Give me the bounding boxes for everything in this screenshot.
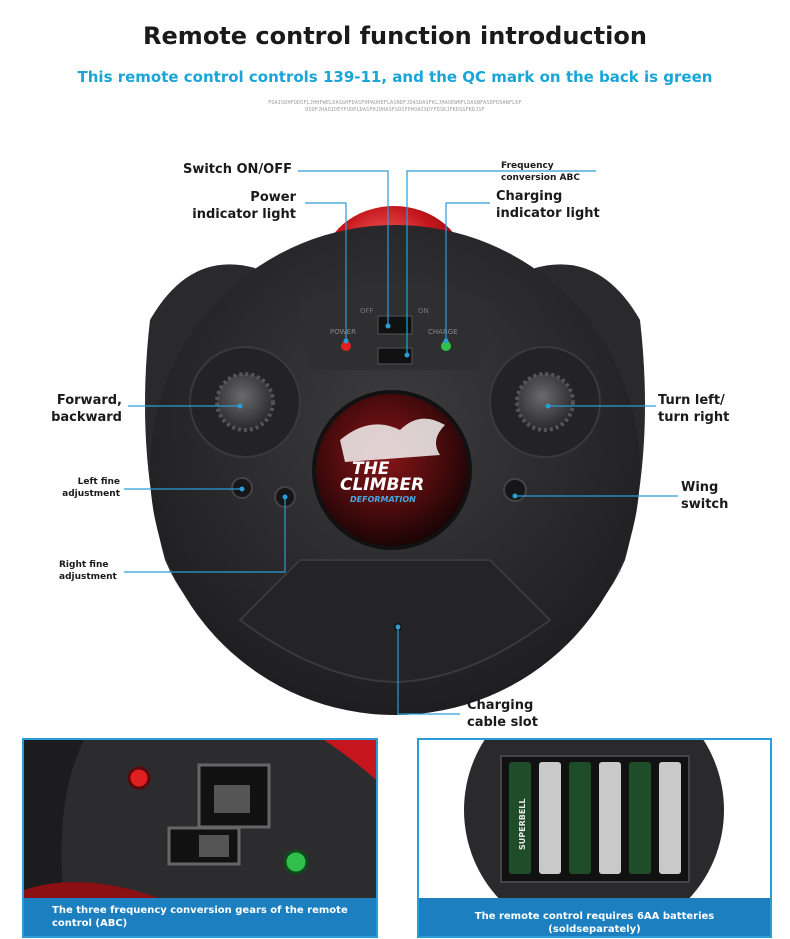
- fine-print-line-1: FOAISDHFODSFLJHHPWELDASGHFDASFHPAUHEFLAS…: [268, 100, 522, 106]
- battery-cells: [509, 762, 681, 874]
- label-turn-line-2: turn right: [658, 410, 730, 425]
- charging-led: [441, 341, 451, 351]
- detail-charging-led: [283, 849, 309, 875]
- label-left-fine-line-1: Left fine: [77, 477, 120, 487]
- switch-detail-panel: The three frequency conversion gears of …: [22, 738, 378, 938]
- logo-line-3: DEFORMATION: [350, 495, 416, 504]
- flame-icon: [340, 418, 445, 462]
- label-power-light: Power indicator light: [170, 189, 296, 223]
- label-left-fine: Left fine adjustment: [40, 476, 120, 500]
- power-led: [341, 341, 351, 351]
- label-charging-cable: Charging cable slot: [467, 697, 538, 731]
- label-wing-switch-line-2: switch: [681, 497, 729, 512]
- label-frequency-line-1: Frequency: [501, 161, 554, 171]
- battery-brand-label: SUPERBELL: [518, 798, 527, 850]
- charging-slot-housing: [238, 559, 552, 684]
- charge-marking: CHARGE: [428, 328, 458, 336]
- leader-lines: [124, 170, 678, 715]
- frequency-switch[interactable]: [377, 347, 413, 365]
- switch-detail-caption: The three frequency conversion gears of …: [24, 898, 376, 936]
- label-charging-cable-line-1: Charging: [467, 698, 534, 713]
- label-switch: Switch ON/OFF: [182, 162, 292, 177]
- label-charging-light-line-1: Charging: [496, 189, 563, 204]
- label-frequency-line-2: conversion ABC: [501, 173, 580, 183]
- battery-detail-panel: SUPERBELL The remote control requires 6A…: [417, 738, 772, 938]
- label-right-fine: Right fine adjustment: [59, 559, 117, 583]
- battery-detail-caption: The remote control requires 6AA batterie…: [419, 898, 770, 936]
- detail-power-led: [127, 766, 151, 790]
- label-right-fine-line-1: Right fine: [59, 560, 109, 570]
- label-right-fine-line-2: adjustment: [59, 572, 117, 582]
- label-charging-cable-line-2: cable slot: [467, 715, 538, 730]
- label-charging-light-line-2: indicator light: [496, 206, 600, 221]
- page-subtitle: This remote control controls 139-11, and…: [77, 68, 713, 86]
- leader-dots: [237, 323, 551, 630]
- power-marking: POWER: [330, 328, 356, 336]
- label-turn-line-1: Turn left/: [658, 393, 725, 408]
- label-left-fine-line-2: adjustment: [62, 489, 120, 499]
- label-power-light-line-2: indicator light: [192, 207, 296, 222]
- logo-line-1: THE: [352, 459, 390, 479]
- label-forward-line-1: Forward,: [56, 393, 122, 408]
- label-charging-light: Charging indicator light: [496, 188, 600, 222]
- label-wing-switch: Wing switch: [681, 479, 728, 513]
- remote-control-illustration: OFF ON POWER CHARGE THE CLIMBER DEFORMAT…: [124, 170, 678, 715]
- label-forward-line-2: backward: [51, 410, 122, 425]
- logo-line-2: CLIMBER: [340, 475, 424, 495]
- fine-print-line-2: OSOFJHAOIDEYFUOPLDASFHJDHASFGDSFPHOAISDY…: [305, 107, 485, 113]
- battery-compartment: [500, 755, 690, 883]
- left-joystick[interactable]: [215, 372, 275, 432]
- label-power-light-line-1: Power: [250, 190, 296, 205]
- on-off-switch[interactable]: [377, 315, 413, 335]
- right-joystick[interactable]: [515, 372, 575, 432]
- center-logo-dome: [312, 390, 472, 550]
- label-turn: Turn left/ turn right: [658, 392, 729, 426]
- label-frequency: Frequency conversion ABC: [501, 160, 580, 184]
- on-marking: ON: [418, 307, 429, 315]
- page-title: Remote control function introduction: [143, 22, 647, 50]
- label-forward: Forward, backward: [30, 392, 122, 426]
- off-marking: OFF: [360, 307, 374, 315]
- label-wing-switch-line-1: Wing: [681, 480, 719, 495]
